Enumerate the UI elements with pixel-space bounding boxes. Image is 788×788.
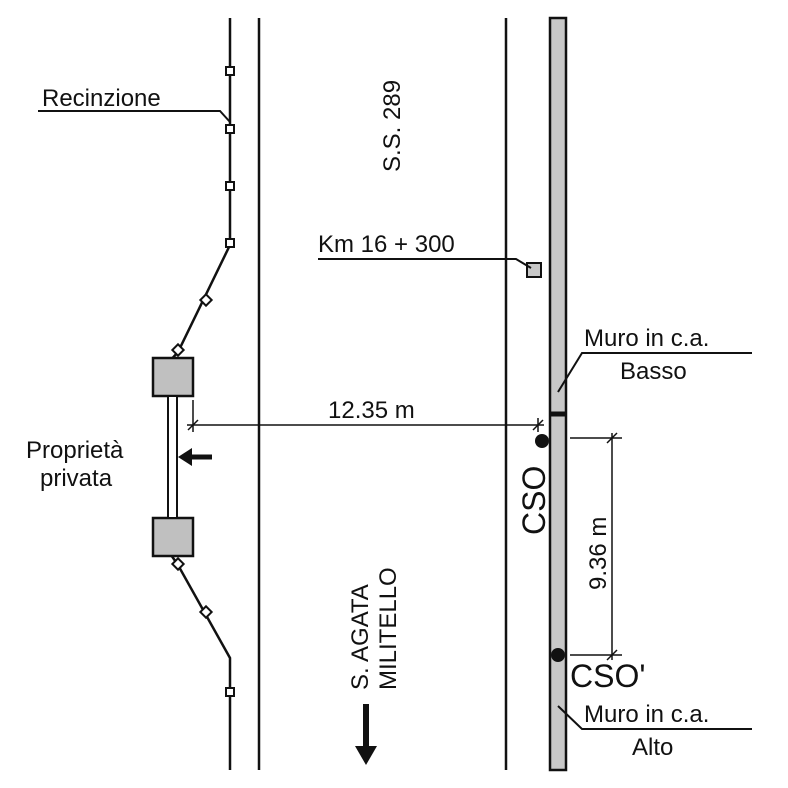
gate — [167, 395, 178, 519]
wall-high-label-line1: Muro in c.a. — [584, 701, 709, 728]
cso-prime-label: CSO' — [570, 658, 645, 694]
direction-arrow — [355, 704, 377, 765]
fence-post — [198, 604, 214, 620]
gate-pillar-bottom — [151, 516, 195, 558]
fence-post — [225, 687, 235, 697]
fence-post — [225, 181, 235, 191]
fence-line-bottom — [167, 551, 232, 770]
wall-low-leader — [557, 352, 752, 393]
entrance-arrow — [178, 448, 212, 466]
fence-line-top — [168, 18, 232, 363]
fence-post — [170, 342, 186, 358]
distance-vertical-label: 9.36 m — [585, 517, 612, 590]
cso-prime-point — [551, 648, 565, 662]
direction-label-line1: S. AGATA — [347, 584, 374, 690]
property-label-line2: privata — [40, 465, 113, 492]
fence-post — [198, 292, 214, 308]
wall-low-label-line2: Basso — [620, 358, 687, 385]
fence-post — [225, 66, 235, 76]
road-name-label: S.S. 289 — [379, 80, 406, 172]
cso-point — [535, 434, 549, 448]
concrete-wall — [548, 16, 568, 772]
fence-post — [225, 238, 235, 248]
wall-high-leader — [557, 705, 752, 730]
wall-high-label-line2: Alto — [632, 734, 673, 761]
dimension-vertical — [570, 432, 622, 661]
fence-post — [170, 556, 186, 572]
km-marker-leader — [318, 258, 532, 269]
cso-label: CSO — [516, 466, 552, 535]
fence-post — [225, 124, 235, 134]
distance-horizontal-label: 12.35 m — [328, 397, 415, 424]
fence-label: Recinzione — [42, 85, 161, 112]
dimension-horizontal — [187, 400, 544, 432]
fence-leader — [38, 110, 231, 123]
km-marker-square — [526, 262, 542, 278]
direction-label-line2: MILITELLO — [375, 567, 402, 690]
property-label-line1: Proprietà — [26, 437, 124, 464]
gate-pillar-top — [151, 356, 195, 398]
fence-posts — [170, 66, 235, 697]
km-marker-label: Km 16 + 300 — [318, 231, 455, 258]
wall-low-label-line1: Muro in c.a. — [584, 325, 709, 352]
